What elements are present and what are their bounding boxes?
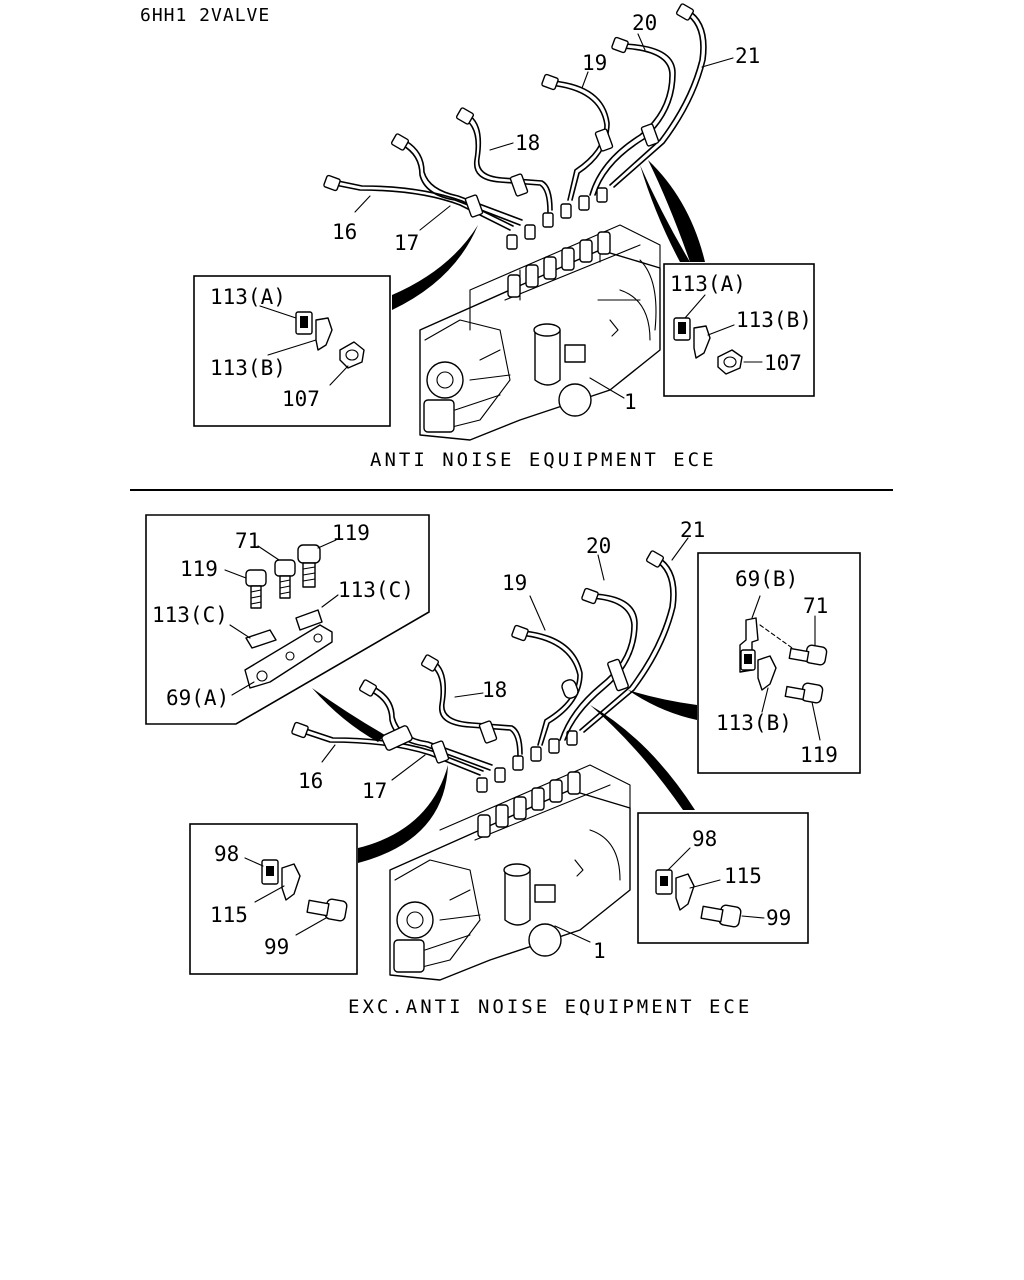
- upper-label-21: 21: [735, 44, 760, 68]
- lower-leader-lines: [321, 537, 689, 943]
- lower-inset-top-left: 71 119 119 113(C) 113(C) 69(A): [145, 514, 430, 725]
- upper-left-callout-wedge: [392, 225, 478, 310]
- lower-inset-right-69b: 69(B): [735, 567, 798, 591]
- lower-label-17: 17: [362, 779, 387, 803]
- model-title: 6HH1 2VALVE: [140, 5, 270, 26]
- upper-label-20: 20: [632, 11, 657, 35]
- upper-assembly: 16 17 18 19 20 21 1 113(A) 113(B) 107: [193, 3, 815, 471]
- lower-label-1: 1: [593, 939, 606, 963]
- lower-inset-bottom-right: 98 115 99: [637, 812, 809, 944]
- upper-caption: ANTI NOISE EQUIPMENT ECE: [370, 449, 717, 471]
- upper-inset-left: 113(A) 113(B) 107: [193, 275, 391, 427]
- lower-label-16: 16: [298, 769, 323, 793]
- upper-inset-left-113a: 113(A): [210, 285, 286, 309]
- upper-leader-lines: [354, 33, 734, 399]
- upper-delivery-holders: [506, 187, 611, 298]
- upper-label-16: 16: [332, 220, 357, 244]
- lower-inset-right-119: 119: [800, 743, 838, 767]
- lower-inset-bl-115: 115: [210, 903, 248, 927]
- lower-injection-pipes: [291, 550, 677, 776]
- lower-inset-tl-119-right: 119: [332, 521, 370, 545]
- lower-inset-tl-69a: 69(A): [166, 686, 229, 710]
- lower-caption: EXC.ANTI NOISE EQUIPMENT ECE: [348, 996, 752, 1018]
- upper-inset-left-113b: 113(B): [210, 356, 286, 380]
- lower-bottomleft-callout-wedge: [358, 765, 448, 863]
- upper-label-19: 19: [582, 51, 607, 75]
- lower-inset-bottom-left: 98 115 99: [189, 823, 358, 975]
- upper-label-1: 1: [624, 390, 637, 414]
- lower-inset-tl-113c-right: 113(C): [338, 578, 414, 602]
- upper-injection-pipes: [323, 3, 707, 231]
- lower-inset-right-71: 71: [803, 594, 828, 618]
- lower-inset-tl-119-left: 119: [180, 557, 218, 581]
- upper-right-callout-wedge: [640, 160, 705, 262]
- lower-inset-bl-98: 98: [214, 842, 239, 866]
- lower-delivery-holders: [476, 730, 581, 838]
- lower-label-20: 20: [586, 534, 611, 558]
- upper-label-17: 17: [394, 231, 419, 255]
- lower-inset-tl-71: 71: [235, 529, 260, 553]
- lower-inset-br-98: 98: [692, 827, 717, 851]
- upper-inset-right-113b: 113(B): [736, 308, 812, 332]
- lower-inset-right-113b: 113(B): [716, 711, 792, 735]
- upper-label-18: 18: [515, 131, 540, 155]
- lower-inset-br-115: 115: [724, 864, 762, 888]
- lower-assembly: 16 17 18 19 20 21 1: [145, 514, 861, 1018]
- upper-inset-left-107: 107: [282, 387, 320, 411]
- lower-label-21: 21: [680, 518, 705, 542]
- upper-inset-right-107: 107: [764, 351, 802, 375]
- lower-right-callout-wedge: [628, 690, 697, 720]
- upper-inset-right: 113(A) 113(B) 107: [663, 263, 815, 397]
- upper-injection-pump: [419, 224, 661, 441]
- lower-label-19: 19: [502, 571, 527, 595]
- lower-topleft-callout-wedge: [312, 688, 385, 742]
- lower-bottomright-callout-wedge: [590, 705, 695, 810]
- lower-label-18: 18: [482, 678, 507, 702]
- lower-inset-right: 69(B) 71 113(B) 119: [697, 552, 861, 774]
- lower-inset-br-99: 99: [766, 906, 791, 930]
- lower-inset-bl-99: 99: [264, 935, 289, 959]
- lower-inset-tl-113c-left: 113(C): [152, 603, 228, 627]
- upper-inset-right-113a: 113(A): [670, 272, 746, 296]
